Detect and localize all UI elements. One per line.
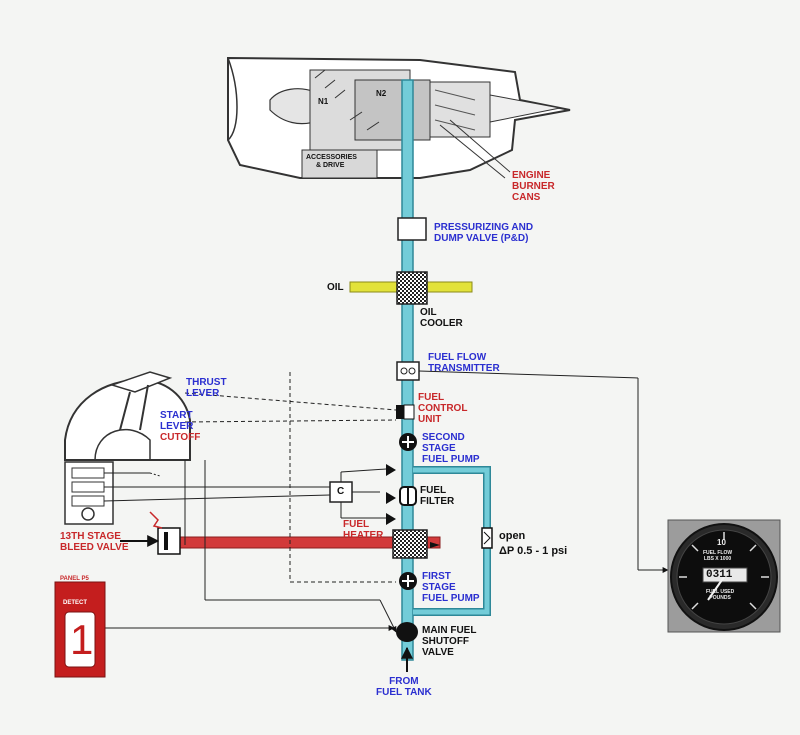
gauge-top-value: 10 [717,538,726,547]
bleed-valve-label: 13TH STAGE BLEED VALVE [60,531,129,553]
fuel-flow-transmitter-box [396,361,420,381]
gauge-footer: FUEL USED POUNDS [706,589,735,601]
panel-p5 [54,581,106,678]
engine-burner-cans-label: ENGINE BURNER CANS [512,170,555,203]
fuel-flow-gauge [667,519,781,633]
second-stage-pump-label: SECOND STAGE FUEL PUMP [422,432,480,465]
gauge-counter: 0311 [706,569,733,581]
gauge-title: FUEL FLOW LBS X 1000 [703,550,733,562]
heater-arrow [430,542,440,548]
fuel-control-unit-box [396,405,406,419]
pd-valve-box [397,217,427,241]
n1-label: N1 [318,97,329,106]
valve-stack [386,464,396,525]
first-stage-pump-symbol [399,572,417,590]
accessories-label: ACCESSORIES & DRIVE [306,154,357,169]
fuel-flow-transmitter-label: FUEL FLOW TRANSMITTER [428,352,500,374]
bypass-open-label: open [499,530,526,542]
from-fuel-tank-label: FROM FUEL TANK [376,676,432,698]
fuel-heater-box [392,529,428,559]
fuel-filter-label: FUEL FILTER [420,485,455,507]
fuel-heater-label: FUEL HEATER [343,519,384,541]
first-stage-pump-label: FIRST STAGE FUEL PUMP [422,571,480,604]
engine-cutaway [227,56,571,179]
main-shutoff-valve-symbol [396,622,418,642]
bypass-dp-label: ΔP 0.5 - 1 psi [499,545,568,557]
oil-cooler-label: OIL COOLER [420,307,463,329]
panel-label: PANEL P5 [60,576,89,582]
fuel-control-unit-label: FUEL CONTROL UNIT [418,392,468,425]
bleed-valve-symbol [120,511,181,555]
panel-switch-text: DETECT [63,600,87,606]
oil-cooler-box [396,271,428,305]
pd-valve-label: PRESSURIZING AND DUMP VALVE (P&D) [434,222,534,244]
thrust-lever-label: THRUST LEVER [186,377,227,399]
bypass-valve-symbol [481,527,493,549]
start-lever-label: START LEVER [160,410,194,432]
engine-number-switch[interactable]: 1 [70,616,94,663]
throttle-quadrant [64,371,191,525]
control-wiring [100,370,669,633]
oil-label: OIL [327,282,344,293]
main-shutoff-valve-label: MAIN FUEL SHUTOFF VALVE [422,625,477,658]
control-box-c-label: C [337,486,345,497]
second-stage-pump-symbol [399,433,417,451]
n2-label: N2 [376,89,387,98]
fcu-white [403,404,415,420]
cutoff-label: CUTOFF [160,432,201,443]
fuel-filter-symbol [399,486,417,506]
